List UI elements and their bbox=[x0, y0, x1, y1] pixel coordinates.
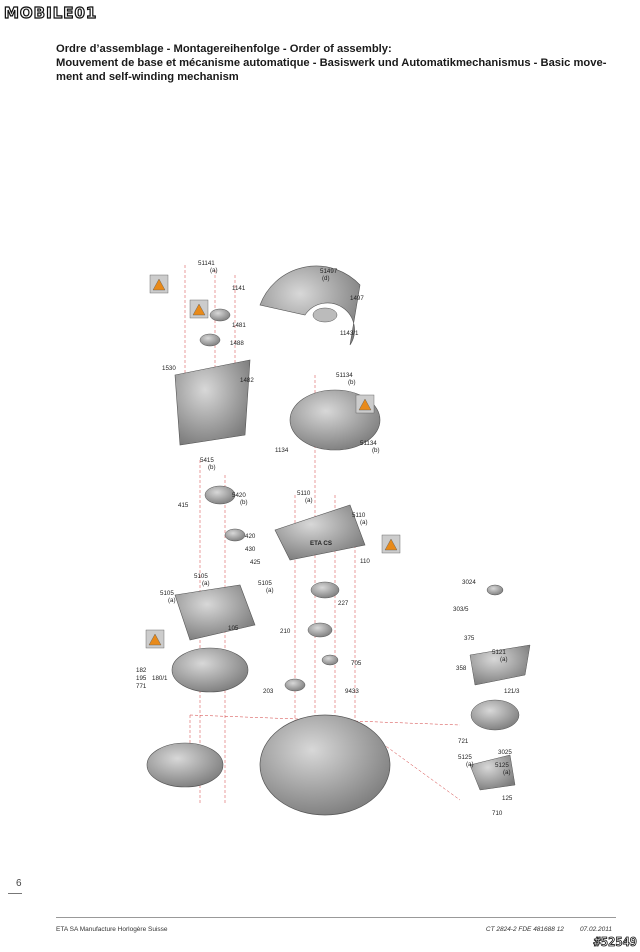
label-5110-a: 5110 bbox=[297, 490, 311, 497]
rotor-mass-lower bbox=[146, 742, 224, 788]
rotor-weight bbox=[259, 265, 361, 346]
label-1497: 1497 bbox=[350, 295, 364, 302]
label-51141-sub: (a) bbox=[210, 267, 218, 274]
wheel-210 bbox=[307, 622, 333, 638]
main-plate bbox=[259, 714, 391, 816]
label-5420: 5420 bbox=[232, 492, 246, 499]
footer-date: 07.02.2011 bbox=[579, 926, 612, 933]
oil-symbols bbox=[145, 274, 401, 649]
label-9433: 9433 bbox=[345, 688, 359, 695]
wheel-705 bbox=[321, 654, 339, 666]
heading-line-2: Mouvement de base et mécanisme automatiq… bbox=[56, 57, 607, 69]
balance-bridge-assembly bbox=[469, 644, 531, 791]
label-210: 210 bbox=[280, 628, 291, 635]
logo-text-suffix: 01 bbox=[74, 3, 98, 22]
label-227: 227 bbox=[338, 600, 349, 607]
page-heading: Ordre d’assemblage - Montagereihenfolge … bbox=[56, 42, 616, 84]
label-180-1: 180/1 bbox=[152, 675, 168, 682]
label-5415: 5415 bbox=[200, 457, 214, 464]
label-5125-b-sub: (a) bbox=[503, 769, 511, 776]
footer-company: ETA SA Manufacture Horlogère Suisse bbox=[56, 926, 168, 933]
label-1530: 1530 bbox=[162, 365, 176, 372]
footer-reference: CT 2824-2 FDE 481688 12 07.02.2011 bbox=[486, 926, 612, 933]
label-358: 358 bbox=[456, 665, 467, 672]
wheel-1488 bbox=[199, 333, 221, 347]
label-3025: 3025 bbox=[498, 749, 512, 756]
train-wheel-bridge bbox=[174, 584, 256, 641]
watermark-id: #52549 bbox=[593, 935, 637, 950]
label-105: 105 bbox=[228, 625, 239, 632]
label-3024: 3024 bbox=[462, 579, 476, 586]
part-labels: 51141 (a) 1141 1481 1488 1530 1482 51497… bbox=[136, 260, 520, 817]
label-5125-b: 5125 bbox=[495, 762, 509, 769]
page-number-rule bbox=[8, 893, 22, 894]
label-51134-b: 51134 bbox=[360, 440, 377, 447]
label-1488: 1488 bbox=[230, 340, 244, 347]
wheel-415 bbox=[204, 485, 236, 505]
label-5105-b-sub: (a) bbox=[202, 580, 210, 587]
label-203: 203 bbox=[263, 688, 274, 695]
exploded-assembly-diagram: ETA CS 51141 (a) 1141 1481 bbox=[136, 260, 531, 817]
label-5110-a-sub: (a) bbox=[305, 497, 313, 504]
label-1134: 1134 bbox=[275, 447, 289, 454]
label-51134-a: 51134 bbox=[336, 372, 353, 379]
footer-rule bbox=[56, 917, 616, 918]
label-5105-c: 5105 bbox=[258, 580, 272, 587]
label-51134-b-sub: (b) bbox=[372, 447, 380, 454]
label-430: 430 bbox=[245, 546, 256, 553]
wheel-420 bbox=[224, 528, 246, 542]
label-5110-b-sub: (a) bbox=[360, 519, 368, 526]
label-5105-c-sub: (a) bbox=[266, 587, 274, 594]
label-705: 705 bbox=[351, 660, 362, 667]
barrel-bridge: ETA CS bbox=[274, 504, 366, 561]
label-51141: 51141 bbox=[198, 260, 215, 267]
label-5105-a: 5105 bbox=[160, 590, 174, 597]
label-420: 420 bbox=[245, 533, 256, 540]
label-51497-sub: (d) bbox=[322, 275, 330, 282]
label-5105-a-sub: (a) bbox=[168, 597, 176, 604]
label-195: 195 bbox=[136, 675, 147, 682]
label-125: 125 bbox=[502, 795, 513, 802]
label-110: 110 bbox=[360, 558, 370, 565]
label-5125-a: 5125 bbox=[458, 754, 472, 761]
footer-doc-ref: CT 2824-2 FDE 481688 12 bbox=[485, 926, 564, 933]
label-5105-b: 5105 bbox=[194, 573, 208, 580]
heading-line-1: Ordre d’assemblage - Montagereihenfolge … bbox=[56, 43, 392, 55]
wheels bbox=[199, 308, 520, 731]
label-1141: 1141 bbox=[232, 285, 246, 292]
label-5121-sub: (a) bbox=[500, 656, 508, 663]
label-5110-b: 5110 bbox=[352, 512, 366, 519]
wheel-1481 bbox=[209, 308, 231, 322]
label-710: 710 bbox=[492, 810, 503, 817]
label-5420-sub: (b) bbox=[240, 499, 248, 506]
label-51497: 51497 bbox=[320, 268, 338, 275]
label-375: 375 bbox=[464, 635, 475, 642]
wheel-203 bbox=[284, 678, 306, 692]
heading-line-3: ment and self-winding mechanism bbox=[56, 71, 239, 83]
label-1481: 1481 bbox=[232, 322, 246, 329]
page-number: 6 bbox=[16, 878, 22, 889]
wheel-227 bbox=[310, 581, 340, 599]
label-121-3: 121/3 bbox=[504, 688, 520, 695]
label-182: 182 bbox=[136, 667, 147, 674]
bridge-upper-left bbox=[174, 359, 251, 446]
balance-721 bbox=[470, 699, 520, 731]
label-425: 425 bbox=[250, 559, 261, 566]
label-1143: 1143/1 bbox=[340, 330, 359, 337]
label-51134-a-sub: (b) bbox=[348, 379, 356, 386]
logo-text: MOBILE bbox=[3, 3, 75, 22]
label-5125-a-sub: (a) bbox=[466, 761, 474, 768]
label-5121: 5121 bbox=[492, 649, 506, 656]
label-5415-sub: (b) bbox=[208, 464, 216, 471]
label-721: 721 bbox=[458, 738, 469, 745]
label-771: 771 bbox=[136, 683, 147, 690]
wheel-3024 bbox=[486, 584, 504, 596]
label-1482: 1482 bbox=[240, 377, 254, 384]
eta-mark: ETA CS bbox=[310, 540, 332, 547]
label-415: 415 bbox=[178, 502, 189, 509]
label-303-5: 303/5 bbox=[453, 606, 469, 613]
barrel bbox=[171, 647, 249, 693]
